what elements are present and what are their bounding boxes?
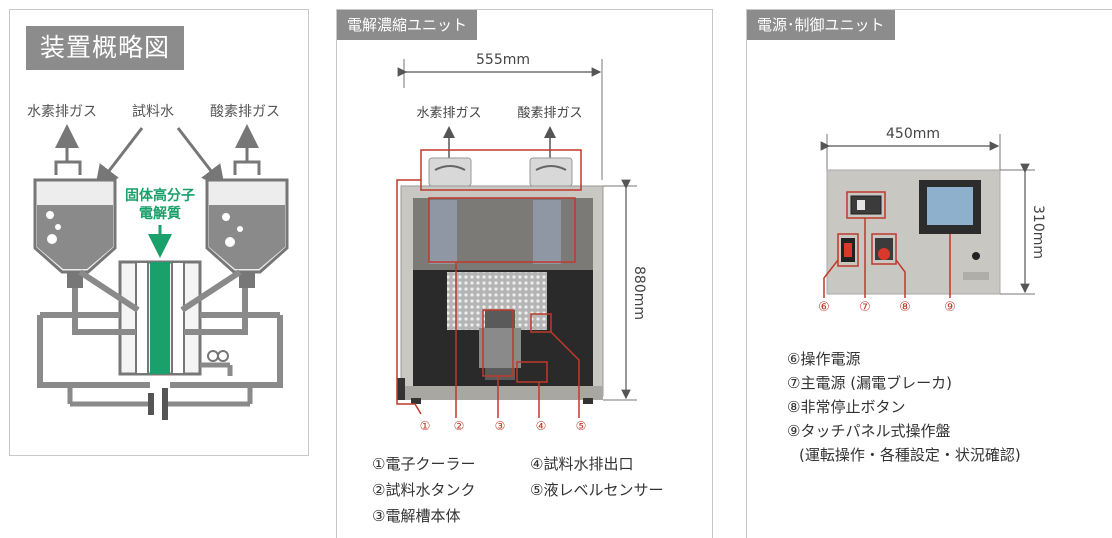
cooler-units: [428, 157, 573, 187]
width-dimension-label: 450mm: [886, 126, 940, 142]
callout-highlights: [396, 149, 582, 418]
piping: [37, 269, 283, 388]
power-legend-6: ⑥操作電源: [787, 350, 861, 368]
electrolysis-legend-5: ⑤液レベルセンサー: [530, 481, 664, 499]
control-box: [826, 169, 1001, 295]
electrolyte-label-line2: 電解質: [139, 205, 181, 222]
electrolysis-legend-4: ④試料水排出口: [530, 455, 634, 473]
callout-6: ⑥: [818, 300, 830, 315]
oxygen-gas-label: 酸素排ガス: [517, 106, 582, 121]
schematic-diagram: 水素排ガス 試料水 酸素排ガス 固体高分子: [27, 104, 289, 420]
callout-7: ⑦: [859, 300, 871, 315]
cabinet: [397, 185, 604, 404]
power-unit-figure: 450mm ⑥ ⑦ ⑧ ⑨: [818, 126, 1046, 315]
height-dimension-label: 880mm: [631, 266, 647, 320]
callout-2: ②: [454, 419, 465, 433]
sample-water-arrow-left: [94, 127, 144, 190]
hydrogen-gas-label: 水素排ガス: [416, 106, 481, 121]
power-legend-8: ⑧非常停止ボタン: [787, 398, 906, 416]
sample-water-arrow-right: [176, 127, 226, 190]
power-source-symbol: [67, 385, 253, 420]
electrolysis-unit-panel: 電解濃縮ユニット 555mm 水素排ガス 酸素排ガス: [336, 9, 713, 538]
callout-5: ⑤: [576, 419, 587, 433]
hydrogen-tank: [33, 160, 117, 288]
callout-3: ③: [495, 419, 506, 433]
electrolysis-legend-2: ②試料水タンク: [372, 481, 476, 499]
oxygen-tank: [205, 160, 289, 288]
overview-panel: 装置概略図 水素排ガス 試料水 酸素排ガス: [9, 9, 309, 456]
electrolysis-legend-3: ③電解槽本体: [372, 507, 461, 525]
oxygen-gas-label: 酸素排ガス: [210, 104, 280, 120]
width-dimension-label: 555mm: [476, 52, 530, 68]
callout-4: ④: [536, 419, 547, 433]
power-legend-7: ⑦主電源 (漏電ブレーカ): [787, 374, 952, 392]
callout-1: ①: [420, 419, 431, 433]
power-unit-tag: 電源･制御ユニット: [747, 10, 895, 40]
electrolysis-unit-tag: 電解濃縮ユニット: [337, 10, 478, 40]
callout-9: ⑨: [944, 300, 956, 315]
power-legend-9: ⑨タッチパネル式操作盤: [787, 422, 951, 440]
electrolysis-legend-1: ①電子クーラー: [372, 455, 476, 473]
electrolysis-cell: [118, 260, 202, 376]
electrolyte-label-line1: 固体高分子: [125, 187, 195, 204]
height-dimension-label: 310mm: [1030, 205, 1046, 259]
drain-valve-icon: [200, 350, 233, 376]
callout-8: ⑧: [899, 300, 911, 315]
hydrogen-gas-label: 水素排ガス: [27, 104, 97, 120]
power-control-panel: 電源･制御ユニット 450mm: [746, 9, 1112, 538]
callout-highlights: [823, 191, 951, 298]
overview-title: 装置概略図: [26, 26, 185, 70]
electrolysis-unit-figure: 555mm 水素排ガス 酸素排ガス: [396, 52, 647, 433]
power-legend-9-detail: (運転操作・各種設定・状況確認): [799, 446, 1021, 464]
sample-water-label: 試料水: [132, 104, 174, 120]
